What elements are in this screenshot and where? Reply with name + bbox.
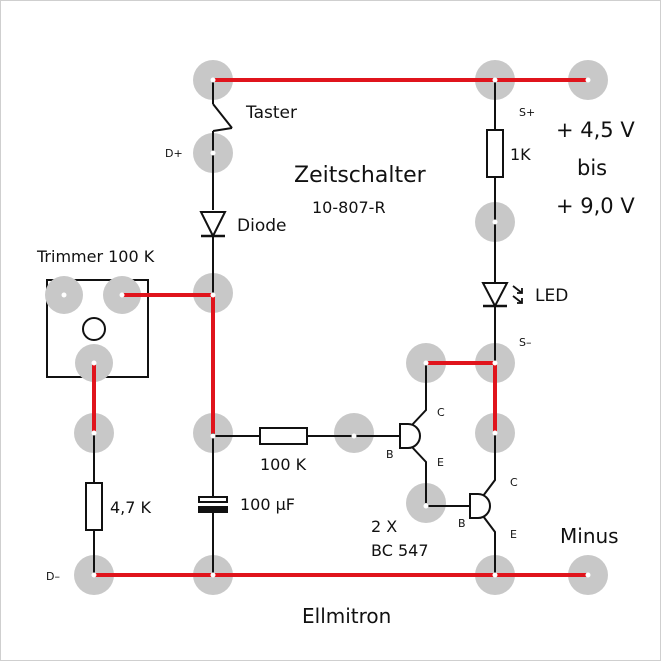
label-t2-e: E: [510, 528, 517, 541]
taster-switch: [212, 127, 233, 132]
diagram-subtitle: 10-807-R: [312, 198, 386, 217]
trimmer-adjust-icon: [82, 317, 106, 341]
wires-red: [92, 78, 590, 577]
led-light-arrows-icon: [512, 285, 523, 304]
label-transistor-type: BC 547: [371, 541, 429, 560]
label-d-plus: D+: [165, 147, 183, 160]
wires-black: [93, 80, 496, 575]
label-s-minus: S–: [519, 336, 531, 349]
pad-holes: [61, 77, 591, 578]
diode-symbol: [199, 211, 227, 239]
transistor-t1: [399, 423, 421, 449]
label-t1-c: C: [437, 406, 445, 419]
resistor-4k7: [85, 482, 103, 531]
label-supply-bis: bis: [577, 156, 607, 180]
trimmer-potentiometer: [45, 276, 149, 382]
diagram-title: Zeitschalter: [294, 163, 427, 188]
pads: [74, 60, 608, 595]
label-taster: Taster: [245, 103, 297, 123]
label-t1-b: B: [386, 448, 394, 461]
brand-label: Ellmitron: [302, 604, 391, 628]
capacitor-symbol: [198, 496, 228, 513]
label-t2-c: C: [510, 476, 518, 489]
resistor-1k: [486, 129, 504, 178]
led-symbol: [481, 282, 523, 309]
label-capacitor: 100 µF: [240, 495, 295, 514]
label-r-1k: 1K: [510, 145, 531, 164]
label-t2-b: B: [458, 517, 466, 530]
resistor-100k: [259, 427, 308, 445]
label-diode: Diode: [237, 216, 286, 236]
label-d-minus: D–: [46, 570, 60, 583]
label-supply-plus: + 4,5 V: [556, 118, 635, 142]
label-minus: Minus: [560, 524, 619, 548]
pad-t1-base: [334, 413, 374, 453]
label-led: LED: [535, 286, 568, 306]
label-transistor-count: 2 X: [371, 517, 397, 536]
label-r-100k: 100 K: [260, 455, 307, 474]
label-trimmer: Trimmer 100 K: [36, 247, 155, 266]
label-r-4k7: 4,7 K: [110, 498, 152, 517]
label-t1-e: E: [437, 456, 444, 469]
label-supply-max: + 9,0 V: [556, 194, 635, 218]
label-s-plus: S+: [519, 106, 535, 119]
transistor-t2: [469, 493, 491, 519]
